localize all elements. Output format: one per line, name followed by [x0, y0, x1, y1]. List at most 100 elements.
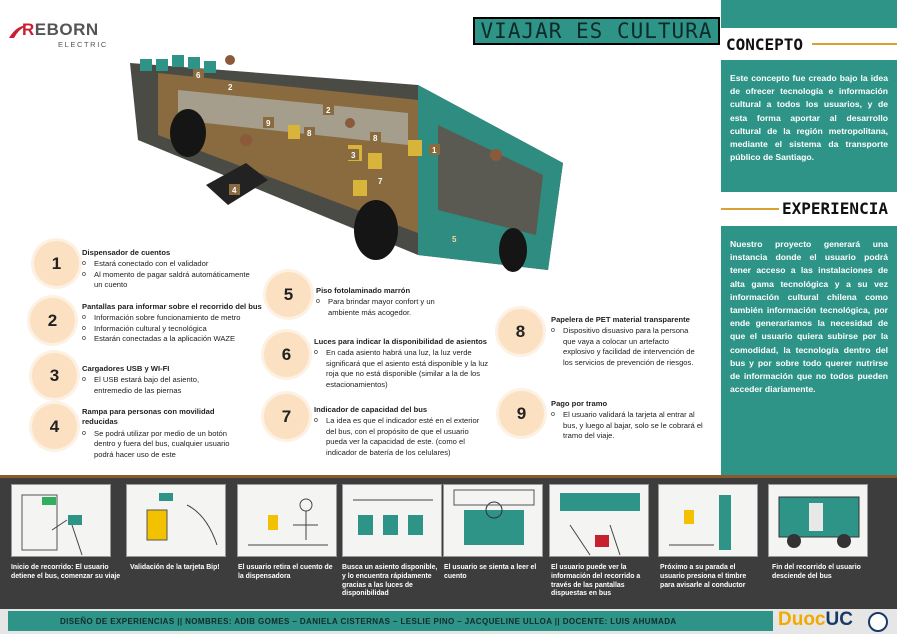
storyboard-caption: Fin del recorrido el usuario desciende d…	[772, 564, 861, 580]
bus-label-box	[375, 175, 386, 186]
bus-label-box	[429, 144, 440, 155]
storyboard-frame-3	[237, 484, 337, 557]
feature-8: Papelera de PET material transparente Di…	[551, 315, 701, 368]
reborn-logo: REBORN ELECTRIC	[8, 20, 108, 52]
experiencia-heading: EXPERIENCIA	[782, 199, 888, 218]
feature-number: 8	[515, 322, 526, 341]
feature-title: Dispensador de cuentos	[82, 248, 171, 257]
feature-number: 2	[47, 311, 58, 330]
swoosh-icon	[9, 25, 27, 38]
bus-label: 9	[266, 119, 271, 128]
feature-1: Dispensador de cuentos Estará conectado …	[82, 248, 252, 291]
storyboard-frame-5	[443, 484, 543, 557]
feature-number-circle: 8	[498, 309, 543, 354]
bus-label: 1	[432, 146, 437, 155]
bus-label: 2	[326, 106, 331, 115]
feature-6: Luces para indicar la disponibilidad de …	[314, 337, 492, 390]
feature-number-circle: 2	[30, 298, 75, 343]
driver	[490, 149, 502, 161]
feature-number-circle: 4	[32, 404, 77, 449]
bus-label-box	[304, 127, 315, 138]
bus-label-box	[348, 149, 359, 160]
storyboard-caption: Próximo a su parada el usuario presiona …	[660, 564, 747, 589]
feature-7: Indicador de capacidad del bus La idea e…	[314, 405, 484, 458]
feature-title: Luces para indicar la disponibilidad de …	[314, 337, 488, 346]
middle-wheel	[354, 200, 398, 260]
storyboard-frame-4	[342, 484, 442, 557]
storyboard-sketch	[669, 495, 731, 550]
right-panel	[721, 0, 897, 475]
storyboard-sketch	[453, 489, 535, 545]
experiencia-rule	[721, 208, 779, 210]
storyboard-sketch	[560, 493, 640, 556]
passenger	[225, 55, 235, 65]
feature-bullet: En cada asiento habrá una luz, la luz ve…	[314, 348, 492, 390]
feature-bullet: El USB estará bajo del asiento, entremed…	[82, 375, 232, 396]
storyboard-sketch	[353, 499, 433, 535]
feature-number: 1	[51, 254, 62, 273]
feature-bullet: La idea es que el indicador esté en el e…	[314, 416, 484, 458]
bus-label-box	[323, 104, 334, 115]
feature-4: Rampa para personas con movilidad reduci…	[82, 407, 242, 460]
feature-3: Cargadores USB y WI-FI El USB estará baj…	[82, 364, 232, 396]
feature-number: 6	[281, 345, 292, 364]
feature-bullet: Para brindar mayor confort y un ambiente…	[316, 297, 446, 318]
feature-5: Piso fotolaminado marrón Para brindar ma…	[316, 286, 446, 318]
feature-title: Pago por tramo	[551, 399, 608, 408]
concepto-heading: CONCEPTO	[726, 35, 804, 54]
teal-seats	[140, 55, 216, 73]
feature-number: 4	[49, 417, 60, 436]
storyboard-sketch	[146, 493, 218, 546]
experiencia-text: Nuestro proyecto generará una instancia …	[730, 239, 888, 395]
main-title: VIAJAR ES CULTURA	[480, 19, 713, 43]
feature-bullet: Información sobre funcionamiento de metr…	[82, 313, 272, 324]
rear-wheel	[170, 109, 206, 157]
feature-number-circle: 1	[34, 241, 79, 286]
bus-label: 6	[196, 71, 201, 80]
storyboard-caption: El usuario puede ver la información del …	[551, 564, 641, 598]
bus-label: 8	[373, 134, 378, 143]
storyboard-caption: El usuario se sienta a leer el cuento	[444, 564, 537, 580]
feature-bullet: Estarán conectadas a la aplicación WAZE	[82, 334, 272, 345]
duoc-uc-logo: DuocUC	[778, 609, 853, 630]
feature-2: Pantallas para informar sobre el recorri…	[82, 302, 272, 345]
front-wheel	[499, 228, 527, 272]
bus-label: 3	[351, 151, 356, 160]
feature-number-circle: 7	[264, 394, 309, 439]
feature-bullet: Se podrá utilizar por medio de un botón …	[82, 429, 242, 460]
feature-bullet: Al momento de pagar saldrá automáticamen…	[82, 270, 252, 291]
windshield	[438, 125, 543, 235]
logo-subtitle: ELECTRIC	[58, 40, 108, 49]
storyboard-sketch	[21, 494, 83, 556]
logo-wordmark: REBORN	[22, 20, 99, 39]
feature-number-circle: 5	[266, 272, 311, 317]
bus-label: 8	[307, 129, 312, 138]
feature-title: Rampa para personas con movilidad reduci…	[82, 407, 215, 427]
feature-title: Indicador de capacidad del bus	[314, 405, 428, 414]
side-windows	[178, 90, 408, 145]
storyboard-caption: Inicio de recorrido: El usuario detiene …	[11, 564, 121, 580]
feature-number: 7	[281, 407, 292, 426]
feature-9: Pago por tramo El usuario validará la ta…	[551, 399, 706, 442]
storyboard-frame-7	[658, 484, 758, 557]
concepto-rule	[812, 43, 897, 45]
bus-label: 4	[232, 186, 237, 195]
feature-bullet: Estará conectado con el validador	[82, 259, 252, 270]
storyboard-sketch	[248, 498, 328, 546]
storyboard-caption: Busca un asiento disponible, y lo encuen…	[342, 564, 438, 598]
feature-number-circle: 9	[499, 391, 544, 436]
bus-label: 5	[452, 235, 457, 244]
bus-label: 7	[378, 177, 383, 186]
feature-number-circle: 6	[264, 332, 309, 377]
feature-title: Pantallas para informar sobre el recorri…	[82, 302, 262, 311]
storyboard-frame-6	[549, 484, 649, 557]
storyboard-caption: Validación de la tarjeta Bip!	[130, 564, 220, 571]
feature-number: 5	[283, 285, 294, 304]
main-title-box: VIAJAR ES CULTURA	[473, 17, 720, 45]
feature-number-circle: 3	[32, 353, 77, 398]
storyboard-frame-2	[126, 484, 226, 557]
bus-label: 2	[228, 83, 233, 92]
footer-credits: DISEÑO DE EXPERIENCIAS || NOMBRES: ADIB …	[60, 617, 677, 626]
bus-label-box	[193, 69, 204, 80]
bus-illustration: 6 2 9 8 2 3 8 1 7 4 5	[130, 55, 563, 272]
